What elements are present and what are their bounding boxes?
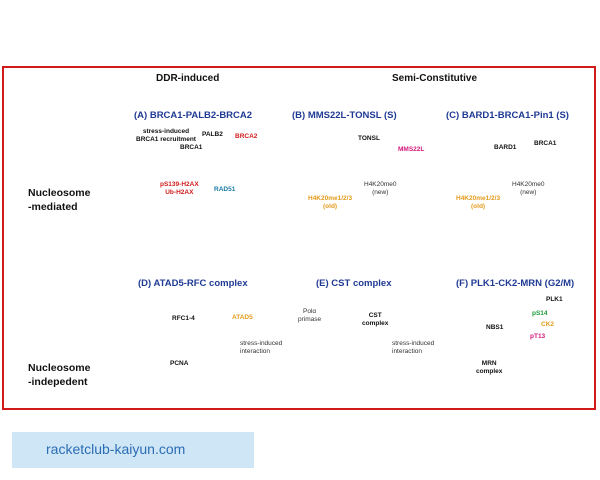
panel-c-bard1-label: BARD1 <box>494 144 517 151</box>
row-label-text: Nucleosome -mediated <box>28 187 91 213</box>
panel-d-pcna-label: PCNA <box>170 360 189 367</box>
panel-a-rad51-label: RAD51 <box>214 186 236 193</box>
panel-d-atad5-label: ATAD5 <box>232 314 253 321</box>
panel-b-h4-old-label: H4K20me1/2/3 (old) <box>308 195 353 210</box>
panel-b-h4-new-label: H4K20me0 (new) <box>364 181 397 196</box>
row-label-nucleosome-independent: Nucleosome -indepedent <box>28 361 90 389</box>
panel-f-ps14-label: pS14 <box>532 310 548 317</box>
panel-a-brca2-label: BRCA2 <box>235 133 258 140</box>
watermark-banner: racketclub-kaiyun.com <box>12 432 254 468</box>
panel-d-title: (D) ATAD5-RFC complex <box>138 278 248 289</box>
panel-a-marks-label: pS139-H2AX Ub-H2AX <box>160 181 199 196</box>
column-header-semi-constitutive: Semi-Constitutive <box>392 73 478 84</box>
row-label-nucleosome-mediated: Nucleosome -mediated <box>28 186 90 214</box>
panel-b-title: (B) MMS22L-TONSL (S) <box>292 110 397 121</box>
panel-e-title: (E) CST complex <box>316 278 392 289</box>
panel-c-title: (C) BARD1-BRCA1-Pin1 (S) <box>446 110 569 121</box>
panel-a-title: (A) BRCA1-PALB2-BRCA2 <box>134 110 253 121</box>
panel-f-plk1-label: PLK1 <box>546 296 563 303</box>
panel-f-mrn-label: MRN complex <box>476 360 503 375</box>
panel-c-h4-old-label: H4K20me1/2/3 (old) <box>456 195 501 210</box>
panel-e-cst-label: CST complex <box>362 312 389 327</box>
panel-d-stress-label: stress-induced interaction <box>240 340 283 355</box>
panel-e-pol-label: Polα primase <box>298 308 322 323</box>
watermark-text: racketclub-kaiyun.com <box>46 441 186 457</box>
panel-c-h4-new-label: H4K20me0 (new) <box>512 181 545 196</box>
figure-frame <box>2 66 596 410</box>
panel-c-brca1-label: BRCA1 <box>534 140 557 147</box>
panel-f-title: (F) PLK1-CK2-MRN (G2/M) <box>456 278 575 289</box>
panel-f-ck2-label: CK2 <box>541 321 555 328</box>
panel-d-rfc-label: RFC1-4 <box>172 315 195 322</box>
panel-b-mms22l-label: MMS22L <box>398 146 425 153</box>
panel-b-tonsl-label: TONSL <box>358 135 380 142</box>
row-label-text: Nucleosome -indepedent <box>28 362 91 388</box>
panel-a-palb2-label: PALB2 <box>202 131 223 138</box>
column-header-ddr: DDR-induced <box>156 73 220 84</box>
panel-a-brca1-label: BRCA1 <box>180 144 203 151</box>
panel-f-pt13-label: pT13 <box>530 333 546 340</box>
panel-f-nbs1-label: NBS1 <box>486 324 504 331</box>
panel-a-stress-label: stress-induced BRCA1 recruitment <box>136 128 196 143</box>
panel-e-stress-label: stress-induced interaction <box>392 340 435 355</box>
